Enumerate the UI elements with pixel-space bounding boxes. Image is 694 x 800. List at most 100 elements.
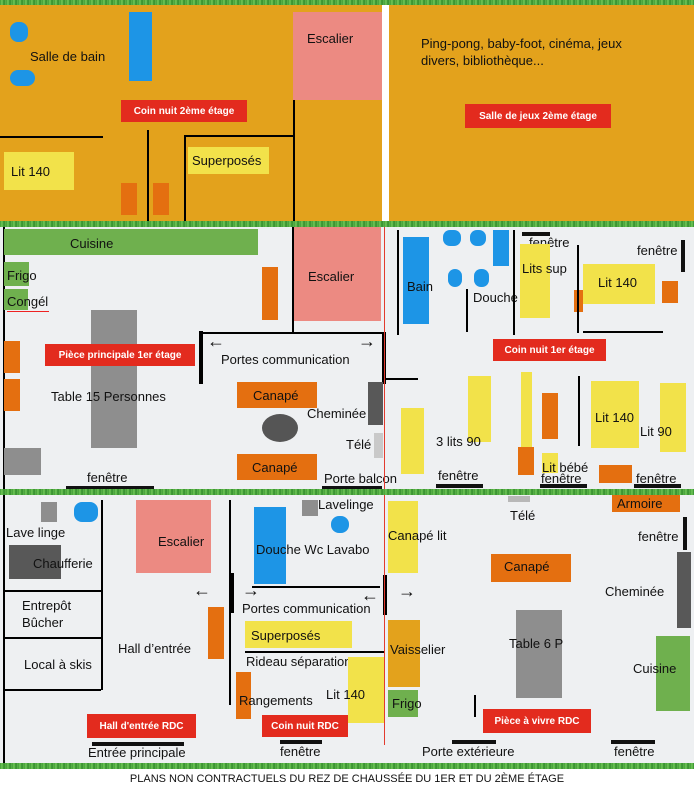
f0-entree-principale-label: Entrée principale xyxy=(88,745,186,760)
f0-hall-badge: Hall d'entrée RDC xyxy=(87,714,196,738)
f0-lavelinge-box xyxy=(302,500,318,516)
f0-window-bottom xyxy=(611,740,655,744)
f1-cabinet-c xyxy=(518,447,534,475)
f1-wall-bath-left xyxy=(397,230,399,335)
f0-canape-label: Canapé xyxy=(504,559,550,574)
f2-bed-140 xyxy=(4,152,74,190)
f1-sofa-2 xyxy=(237,454,317,480)
f1-window-left xyxy=(66,486,154,490)
f0-dresser xyxy=(388,620,420,687)
f1-shelf-left-2 xyxy=(4,379,20,411)
f1-wall-room-v xyxy=(577,245,579,333)
f1-sink-1 xyxy=(443,230,461,246)
f1-axis-line xyxy=(384,227,385,489)
f0-sink xyxy=(74,502,98,522)
f1-table xyxy=(91,310,137,448)
grass-strip-2 xyxy=(0,489,694,495)
f0-tv xyxy=(508,496,530,502)
f1-cabinet xyxy=(262,267,278,320)
f0-window-ext xyxy=(452,740,496,744)
f0-door-left-post xyxy=(230,573,234,613)
f0-fireplace xyxy=(677,552,691,628)
f1-wall-bath-mid xyxy=(466,289,468,332)
f2-jeux-label: Ping-pong, baby-foot, cinéma, jeux diver… xyxy=(421,36,622,68)
f1-lits-sup xyxy=(520,244,550,318)
f1-lit-bebe xyxy=(542,453,558,473)
f0-piece-vivre-badge: Pièce à vivre RDC xyxy=(483,709,591,733)
f0-stairs xyxy=(136,500,211,573)
f1-lits-90-label: 3 lits 90 xyxy=(436,434,481,449)
f1-arrow-right: → xyxy=(358,331,376,351)
f0-curtain xyxy=(245,651,385,653)
f1-door-left-post xyxy=(199,331,203,384)
f1-fireplace xyxy=(368,382,383,425)
f1-window-b3 xyxy=(634,484,681,488)
f1-lit-90-label: Lit 90 xyxy=(640,424,672,439)
f1-window-right xyxy=(681,240,685,272)
f0-local-skis-label: Local à skis xyxy=(24,657,92,672)
grass-strip-3 xyxy=(0,763,694,769)
f0-door-right-post xyxy=(383,575,387,615)
f0-kitchen xyxy=(656,636,690,711)
f0-lave-linge-label: Lave linge xyxy=(6,525,66,540)
f0-lit-140 xyxy=(348,657,385,723)
f0-armoire-label: Armoire xyxy=(617,496,663,511)
f0-washing-machine xyxy=(41,502,57,522)
f0-chaufferie-label: Chaufferie xyxy=(33,556,93,571)
f1-wall-bath-right xyxy=(513,230,515,335)
f1-sideboard xyxy=(4,448,41,475)
f0-lavelinge-label: Lavelinge xyxy=(318,497,374,512)
f2-wall-v1 xyxy=(147,130,149,225)
f1-stairs xyxy=(293,227,381,321)
f1-portes-communication-label: Portes communication xyxy=(221,352,350,367)
f0-boiler xyxy=(9,545,61,579)
f0-bunk-beds xyxy=(245,621,352,648)
f0-sofa-bed xyxy=(388,501,418,573)
f2-bathtub xyxy=(129,12,152,81)
f2-salle-jeux-badge: Salle de jeux 2ème étage xyxy=(465,104,611,128)
f0-shower xyxy=(254,507,286,584)
f0-armoire xyxy=(612,495,680,512)
f0-fenetre-mid-label: fenêtre xyxy=(280,744,321,759)
f0-coin-nuit-badge: Coin nuit RDC xyxy=(262,715,348,737)
f0-fenetre-bottom-label: fenêtre xyxy=(614,744,655,759)
f0-cuisine-label: Cuisine xyxy=(633,661,677,676)
f0-fridge xyxy=(388,690,418,717)
f1-lit-90 xyxy=(660,383,686,452)
f0-canape-lit-label: Canapé lit xyxy=(388,528,447,543)
f1-wall-stairs-left xyxy=(292,227,294,332)
f0-window-mid xyxy=(280,740,322,744)
f1-arrow-left: ← xyxy=(207,331,225,351)
f0-wall-v1 xyxy=(101,500,103,690)
f0-tele-label: Télé xyxy=(510,508,536,523)
f1-fenetre-right-label: fenêtre xyxy=(637,243,678,258)
f1-shelf-left-1 xyxy=(4,341,20,373)
f0-hall-entree-label: Hall d’entrée xyxy=(118,641,191,656)
f1-coffee-table xyxy=(262,414,298,442)
f1-fenetre-b3-label: fenêtre xyxy=(636,471,677,486)
f1-basin-2 xyxy=(474,269,489,287)
f0-superposes-label: Superposés xyxy=(251,628,321,643)
grass-strip-1 xyxy=(0,221,694,227)
f1-wall-mid-h xyxy=(386,378,418,380)
f1-shower xyxy=(493,230,509,266)
f2-superposes-label: Superposés xyxy=(192,153,262,168)
f2-stairs xyxy=(293,12,382,100)
f1-cheminee-label: Cheminée xyxy=(307,406,367,421)
f0-arrow-left-2: ← xyxy=(361,585,379,605)
f0-lit-140-label: Lit 140 xyxy=(326,687,366,702)
f2-nightstand-1 xyxy=(121,183,137,215)
f2-sink-top xyxy=(10,22,28,42)
grass-strip-top xyxy=(0,0,694,5)
f1-tv xyxy=(374,433,383,458)
f2-lit-140-label: Lit 140 xyxy=(11,164,51,179)
f1-bain-label: Bain xyxy=(407,279,434,294)
f1-fenetre-left-label: fenêtre xyxy=(87,470,128,485)
f2-nightstand-2 xyxy=(153,183,169,215)
f1-cuisine-label: Cuisine xyxy=(70,236,114,251)
f2-coin-nuit-badge: Coin nuit 2ème étage xyxy=(121,100,247,122)
f2-wall-h1 xyxy=(0,136,103,138)
f1-canape-1-label: Canapé xyxy=(253,388,299,403)
f1-bathtub xyxy=(403,237,429,324)
f1-piece-principale-badge: Pièce principale 1er étage xyxy=(45,344,195,366)
